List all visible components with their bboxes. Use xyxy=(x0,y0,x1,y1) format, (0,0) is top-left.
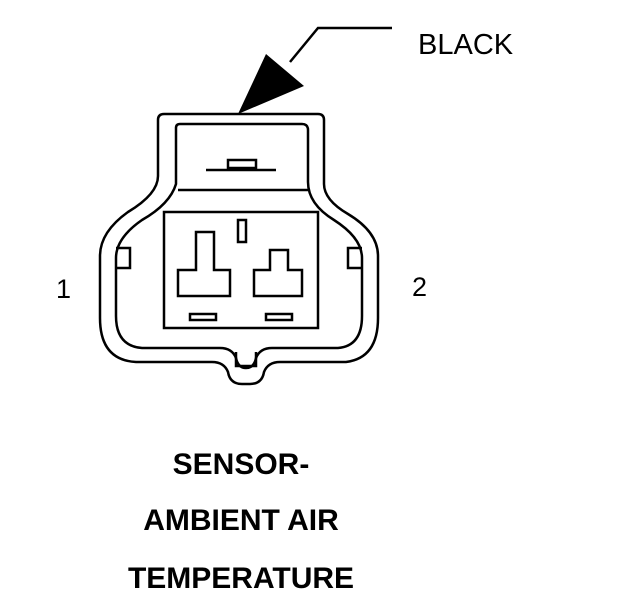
bottom-key xyxy=(234,352,258,368)
pin-2-terminal-slot xyxy=(264,312,294,322)
housing-outer-outline xyxy=(98,112,380,386)
pin-1-terminal-slot xyxy=(188,312,218,322)
connector-housing xyxy=(98,112,380,386)
caption-line-3: TEMPERATURE xyxy=(128,562,354,595)
caption-line-1: SENSOR- xyxy=(173,448,310,481)
connector-face xyxy=(162,210,320,330)
lock-tab xyxy=(226,158,258,170)
leader-line xyxy=(289,26,392,63)
pin-1-cavity xyxy=(176,230,232,298)
pin-2-label: 2 xyxy=(412,272,427,302)
arrowhead xyxy=(238,54,304,114)
connector-color-label: BLACK xyxy=(418,29,514,61)
right-side-notch xyxy=(346,246,362,270)
color-leader-arrow xyxy=(238,26,392,114)
left-side-notch xyxy=(116,246,132,270)
pin-1-label: 1 xyxy=(56,274,71,304)
pin-2-cavity xyxy=(252,248,304,298)
caption: SENSOR- AMBIENT AIR TEMPERATURE xyxy=(128,448,354,595)
polarizing-rib xyxy=(236,218,248,244)
caption-line-2: AMBIENT AIR xyxy=(143,504,339,537)
